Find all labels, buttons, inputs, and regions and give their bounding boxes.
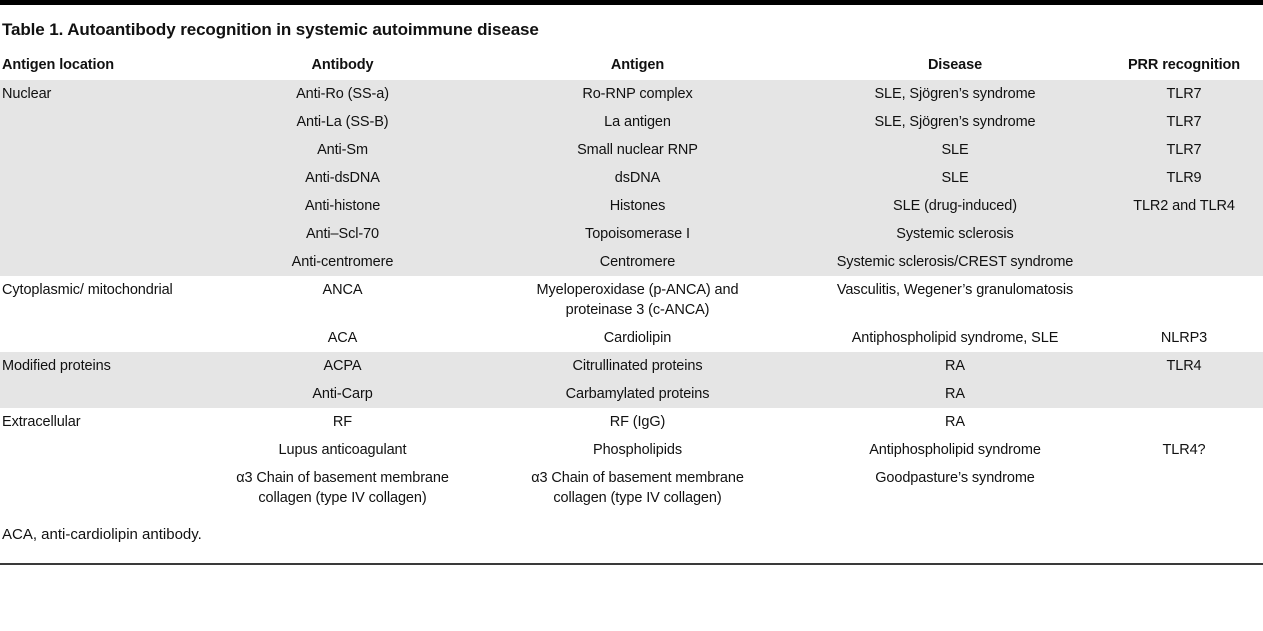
cell-antigen: La antigen bbox=[470, 108, 805, 136]
cell-disease: RA bbox=[945, 414, 965, 430]
cell-antigen-location: Modified proteins bbox=[0, 352, 215, 380]
cell-antigen-location bbox=[0, 248, 215, 276]
cell-antigen: Small nuclear RNP bbox=[470, 136, 805, 164]
cell-antigen-location bbox=[0, 136, 215, 164]
column-header-antigen: Antigen bbox=[610, 57, 665, 73]
cell-disease: SLE, Sjögren’s syndrome bbox=[805, 108, 1105, 136]
cell-antigen-location bbox=[0, 108, 215, 136]
cell-antibody: Anti-dsDNA bbox=[215, 164, 470, 192]
cell-prr-recognition: TLR4 bbox=[1105, 352, 1263, 380]
cell-prr-recognition bbox=[1105, 464, 1263, 512]
autoantibody-table: Antigen location Antibody Antigen Diseas… bbox=[0, 49, 1263, 512]
cell-prr-recognition: TLR7 bbox=[1105, 80, 1263, 108]
table-row: Lupus anticoagulant Phospholipids Antiphos… bbox=[0, 436, 1263, 464]
cell-antigen-location: Cytoplasmic/ mitochondrial bbox=[2, 282, 173, 298]
cell-prr-recognition: TLR2 and TLR4 bbox=[1105, 192, 1263, 220]
cell-disease: Antiphospholipid syndrome, SLE bbox=[851, 330, 1059, 346]
cell-prr-recognition: NLRP3 bbox=[1160, 330, 1208, 346]
table-row: ACA Cardiolipin Antiphospholipid syndrome,… bbox=[0, 324, 1263, 352]
cell-antibody: RF bbox=[332, 414, 353, 430]
cell-disease: RA bbox=[805, 380, 1105, 408]
cell-antigen-location: Extracellular bbox=[2, 414, 81, 430]
cell-disease: Antiphospholipid syndrome bbox=[869, 442, 1041, 458]
cell-antigen: Cardiolipin bbox=[603, 330, 672, 346]
cell-prr-recognition bbox=[1105, 276, 1263, 324]
column-header-prr-recognition: PRR recognition bbox=[1127, 57, 1241, 73]
cell-antigen: α3 Chain of basement membrane collagen (… bbox=[531, 470, 744, 506]
bottom-rule bbox=[0, 563, 1263, 565]
cell-disease: SLE (drug-induced) bbox=[805, 192, 1105, 220]
cell-antibody: ACA bbox=[327, 330, 358, 346]
cell-antigen: Centromere bbox=[470, 248, 805, 276]
cell-antigen-location bbox=[0, 192, 215, 220]
cell-prr-recognition bbox=[1105, 380, 1263, 408]
cell-antibody: Anti-Sm bbox=[215, 136, 470, 164]
cell-prr-recognition: TLR9 bbox=[1105, 164, 1263, 192]
table-row: Cytoplasmic/ mitochondrial ANCA Myeloperox… bbox=[0, 276, 1263, 324]
cell-antigen: RF (IgG) bbox=[609, 414, 666, 430]
table-row: Extracellular RF RF (IgG) RA bbox=[0, 408, 1263, 436]
cell-disease: Vasculitis, Wegener’s granulomatosis bbox=[836, 282, 1074, 298]
cell-disease: Goodpasture’s syndrome bbox=[875, 470, 1035, 486]
cell-antigen: Phospholipids bbox=[593, 442, 682, 458]
cell-prr-recognition: TLR7 bbox=[1105, 108, 1263, 136]
cell-disease: Systemic sclerosis/CREST syndrome bbox=[805, 248, 1105, 276]
table-row: α3 Chain of basement membrane collagen (… bbox=[0, 464, 1263, 512]
cell-antigen: Histones bbox=[470, 192, 805, 220]
cell-antigen: Myeloperoxidase (p-ANCA) and proteinase … bbox=[536, 282, 739, 318]
cell-antigen-location: Nuclear bbox=[0, 80, 215, 108]
cell-antigen-location bbox=[0, 436, 215, 464]
cell-disease: SLE bbox=[805, 164, 1105, 192]
cell-antibody: ACPA bbox=[215, 352, 470, 380]
column-header-antigen-location: Antigen location bbox=[2, 57, 114, 73]
cell-antigen: dsDNA bbox=[470, 164, 805, 192]
cell-antibody: Anti-histone bbox=[215, 192, 470, 220]
cell-prr-recognition: TLR4? bbox=[1162, 442, 1206, 458]
cell-antigen: Carbamylated proteins bbox=[470, 380, 805, 408]
cell-disease: SLE, Sjögren’s syndrome bbox=[805, 80, 1105, 108]
cell-antibody: Anti-Carp bbox=[215, 380, 470, 408]
cell-prr-recognition bbox=[1105, 408, 1263, 436]
cell-disease: RA bbox=[805, 352, 1105, 380]
cell-antigen: Citrullinated proteins bbox=[470, 352, 805, 380]
cell-prr-recognition bbox=[1105, 248, 1263, 276]
header-row: Antigen location Antibody Antigen Diseas… bbox=[0, 49, 1263, 80]
cell-antigen-location bbox=[0, 164, 215, 192]
cell-prr-recognition bbox=[1105, 220, 1263, 248]
cell-antibody: Anti-Ro (SS-a) bbox=[215, 80, 470, 108]
cell-prr-recognition: TLR7 bbox=[1105, 136, 1263, 164]
column-header-antibody: Antibody bbox=[311, 57, 374, 73]
cell-antigen: Topoisomerase I bbox=[470, 220, 805, 248]
cell-antibody: Anti-centromere bbox=[215, 248, 470, 276]
cell-antigen-location bbox=[0, 380, 215, 408]
cell-antibody: Anti-La (SS-B) bbox=[215, 108, 470, 136]
cell-disease: Systemic sclerosis bbox=[805, 220, 1105, 248]
cell-antigen-location bbox=[0, 324, 215, 352]
cell-antibody: Anti–Scl-70 bbox=[215, 220, 470, 248]
cell-disease: SLE bbox=[805, 136, 1105, 164]
table-title: Table 1. Autoantibody recognition in sys… bbox=[2, 20, 539, 39]
column-header-disease: Disease bbox=[927, 57, 983, 73]
cell-antibody: α3 Chain of basement membrane collagen (… bbox=[236, 470, 449, 506]
cell-antigen-location bbox=[0, 464, 215, 512]
table-footnote: ACA, anti-cardiolipin antibody. bbox=[2, 526, 202, 543]
cell-antigen-location bbox=[0, 220, 215, 248]
cell-antibody: Lupus anticoagulant bbox=[278, 442, 407, 458]
cell-antibody: ANCA bbox=[322, 282, 363, 298]
top-rule bbox=[0, 0, 1263, 5]
cell-antigen: Ro-RNP complex bbox=[470, 80, 805, 108]
